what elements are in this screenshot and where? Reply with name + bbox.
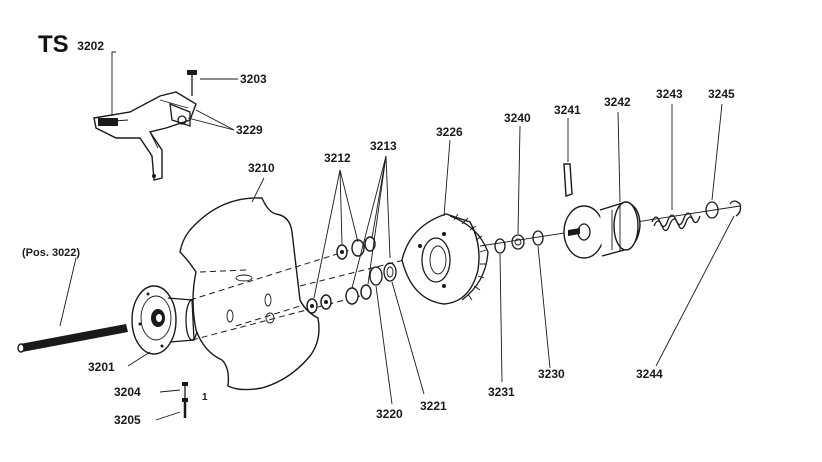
label-3212: 3212 (324, 151, 351, 165)
leader-lines (59, 51, 735, 421)
washer-3220 (369, 266, 383, 286)
washer-3231 (494, 238, 506, 254)
label-3204: 3204 (114, 385, 141, 399)
label-pos-3022: (Pos. 3022) (22, 247, 80, 259)
label-3226: 3226 (436, 125, 463, 139)
label-3230: 3230 (538, 367, 565, 381)
label-3220: 3220 (376, 407, 403, 421)
cam-disc-3210 (179, 197, 320, 391)
label-3241: 3241 (554, 103, 581, 117)
washer-3221 (383, 262, 397, 282)
label-3242: 3242 (604, 95, 631, 109)
hub-3201 (131, 285, 199, 355)
label-3244: 3244 (636, 367, 663, 381)
spring-3243 (651, 212, 701, 232)
pin-3241 (563, 163, 573, 197)
diagram-title: TS (38, 31, 69, 58)
shaft-rod (17, 324, 128, 353)
clutch-body-3242 (563, 201, 641, 259)
washer-3245 (705, 201, 719, 219)
label-3229: 3229 (236, 123, 263, 137)
nuts-3213 (345, 236, 376, 305)
bracket-assembly (93, 91, 197, 181)
gear-3226 (401, 213, 489, 305)
label-3245: 3245 (708, 87, 735, 101)
label-3210: 3210 (248, 161, 275, 175)
label-3205: 3205 (114, 413, 141, 427)
label-3231: 3231 (488, 385, 515, 399)
nuts-3212 (306, 244, 348, 314)
circlip-3244 (729, 200, 742, 217)
mark-1: 1 (202, 392, 208, 403)
screw-3203 (187, 70, 197, 96)
washer-3240 (511, 234, 525, 250)
label-3221: 3221 (420, 399, 447, 413)
screw-3205 (182, 398, 188, 418)
screw-3204 (182, 382, 188, 398)
label-3213: 3213 (370, 139, 397, 153)
label-3201: 3201 (88, 360, 115, 374)
label-3243: 3243 (656, 87, 683, 101)
washer-3230 (532, 230, 544, 246)
label-3240: 3240 (504, 111, 531, 125)
label-3202: 3202 (77, 39, 104, 53)
label-3203: 3203 (240, 72, 267, 86)
